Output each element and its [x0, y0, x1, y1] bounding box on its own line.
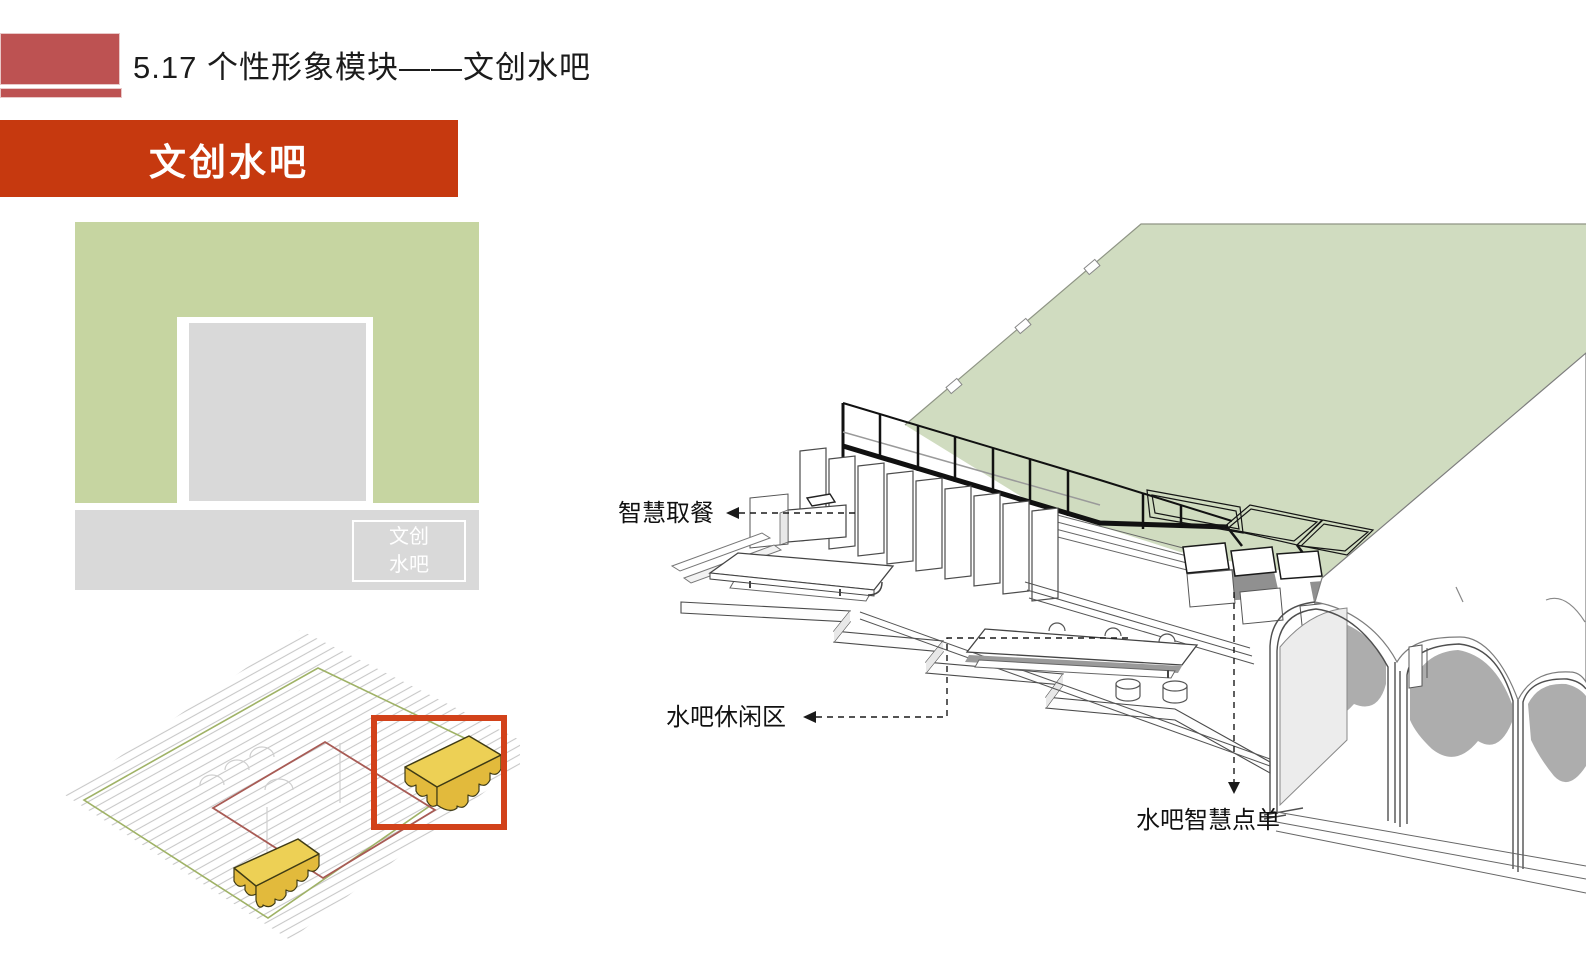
- site-diagram: 文创 水吧: [75, 222, 479, 590]
- leader-leisure-area: [805, 637, 1130, 718]
- building-footprint: [189, 323, 366, 501]
- section-banner: 文创水吧: [0, 120, 458, 197]
- arrowhead-leisure-area: [803, 711, 816, 723]
- leisure-table: [965, 622, 1199, 704]
- table-upper: [670, 532, 895, 602]
- rooftop-lawn: [904, 223, 1586, 578]
- red-boundary-outline: [211, 740, 437, 880]
- header-logo: [0, 33, 120, 85]
- terrace-steps-upper: [1037, 509, 1188, 571]
- pickup-screen: [805, 493, 837, 507]
- roof-railing: [841, 402, 1233, 530]
- label-smart-ordering: 水吧智慧点单: [1136, 807, 1280, 834]
- kiosk-screens: [1182, 542, 1323, 580]
- green-boundary-outline: [82, 667, 504, 919]
- arrowhead-smart-pickup: [726, 507, 739, 519]
- highlight-box: [371, 715, 507, 830]
- module-block-b: [404, 735, 502, 811]
- label-leisure-area: 水吧休闲区: [666, 704, 786, 731]
- page-title: 5.17 个性形象模块——文创水吧: [133, 50, 591, 85]
- axon-thumbnail: [65, 630, 520, 940]
- stool-cylinders: [1115, 678, 1188, 704]
- terrace-platform: [680, 601, 1271, 774]
- vault-hanging-sign: [1408, 644, 1423, 689]
- vault-floor-lines: [1270, 810, 1586, 894]
- waterbar-label-box: 文创 水吧: [352, 520, 466, 582]
- vault-pavilion: [1263, 352, 1586, 894]
- roof-edge-clips: [945, 258, 1101, 395]
- main-illustration: 智慧取餐 水吧休闲区 水吧智慧点单: [618, 223, 1586, 894]
- waterbar-label: 文创 水吧: [389, 526, 429, 576]
- vault-glass-panel: [1279, 607, 1348, 807]
- arrowhead-smart-ordering: [1228, 782, 1240, 794]
- annotations: 智慧取餐 水吧休闲区 水吧智慧点单: [618, 500, 1280, 834]
- section-banner-label: 文创水吧: [149, 141, 309, 183]
- label-smart-pickup: 智慧取餐: [618, 500, 714, 527]
- terrace-steps-lower: [1024, 581, 1255, 665]
- module-block-a: [233, 838, 320, 908]
- pergola-frames: [1146, 489, 1375, 562]
- plaza-bar: [75, 510, 479, 590]
- header-logo-underline: [0, 88, 122, 98]
- vault-roof: [1314, 352, 1586, 702]
- roof-wireframe: [65, 630, 520, 940]
